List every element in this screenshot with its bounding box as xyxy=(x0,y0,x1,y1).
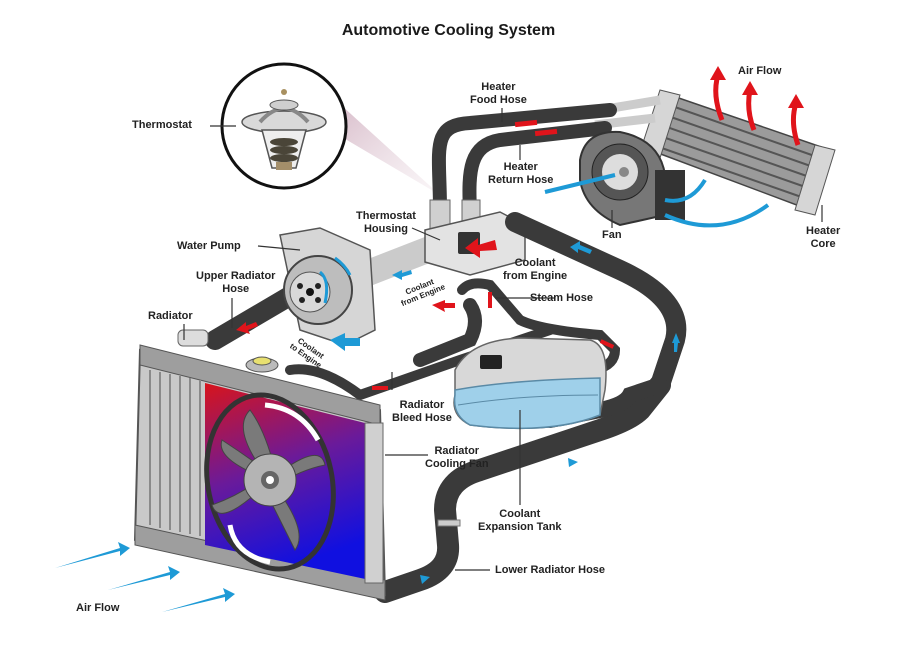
coolant-from-engine-small-arrow xyxy=(432,300,455,312)
diagram-title: Automotive Cooling System xyxy=(341,22,556,39)
label-coolant-from-engine: Coolant from Engine xyxy=(503,257,568,282)
air-flow-cold-arrows xyxy=(55,542,235,612)
label-thermostat: Thermostat xyxy=(132,119,192,131)
coolant-expansion-tank xyxy=(453,337,607,430)
label-lower-radiator-hose: Lower Radiator Hose xyxy=(495,564,606,576)
label-upper-radiator-hose: Upper Radiator Hose xyxy=(196,270,276,295)
cold-flow-arrow xyxy=(570,241,592,254)
cold-flow-arrow xyxy=(392,270,412,280)
heater-core xyxy=(594,89,836,216)
leader-lines xyxy=(183,108,823,571)
label-radiator-cooling-fan: Radiator Cooling Fan xyxy=(425,445,489,470)
lower-radiator-hose xyxy=(374,374,671,603)
cold-flow-arrow xyxy=(568,458,578,467)
hot-flow-arrow xyxy=(372,386,388,390)
label-heater-core: Heater Core xyxy=(806,225,841,250)
hot-flow-arrow xyxy=(236,322,258,334)
label-water-pump: Water Pump xyxy=(177,240,241,252)
label-air-flow-top: Air Flow xyxy=(738,65,782,77)
air-flow-hot-arrowheads xyxy=(710,66,804,108)
heater-feed-hose xyxy=(431,103,617,217)
label-radiator-bleed-hose: Radiator Bleed Hose xyxy=(392,399,452,424)
hose-clamp xyxy=(437,519,461,527)
hot-flow-arrow xyxy=(599,339,615,349)
coolant-to-tank-hose xyxy=(413,298,482,367)
label-air-flow-bottom: Air Flow xyxy=(76,602,120,614)
magnifier-cone xyxy=(330,95,440,195)
label-fan: Fan xyxy=(602,229,622,241)
coolant-from-engine-arrow xyxy=(465,238,497,258)
hot-flow-arrow xyxy=(514,119,538,128)
radiator-bleed-hose xyxy=(285,325,555,401)
hot-flow-arrow xyxy=(488,292,492,308)
label-heater-feed-hose: Heater Food Hose xyxy=(470,81,527,106)
thermostat-inset xyxy=(220,62,348,190)
label-radiator: Radiator xyxy=(148,310,193,322)
label-heater-return-hose: Heater Return Hose xyxy=(488,161,554,186)
cold-flow-arrow xyxy=(420,575,430,584)
label-thermostat-housing: Thermostat Housing xyxy=(356,210,416,235)
radiator-cooling-fan xyxy=(204,392,336,572)
blower-fan xyxy=(579,130,685,227)
heater-return-hose xyxy=(462,121,612,217)
coolant-to-engine-arrow xyxy=(330,333,360,351)
hot-flow-arrow xyxy=(534,128,558,137)
label-coolant-expansion-tank: Coolant Expansion Tank xyxy=(478,508,562,533)
water-pump xyxy=(279,227,376,346)
cold-flow-arrow xyxy=(672,333,680,352)
label-steam-hose: Steam Hose xyxy=(530,292,593,304)
fan-air-arrows xyxy=(544,173,770,228)
